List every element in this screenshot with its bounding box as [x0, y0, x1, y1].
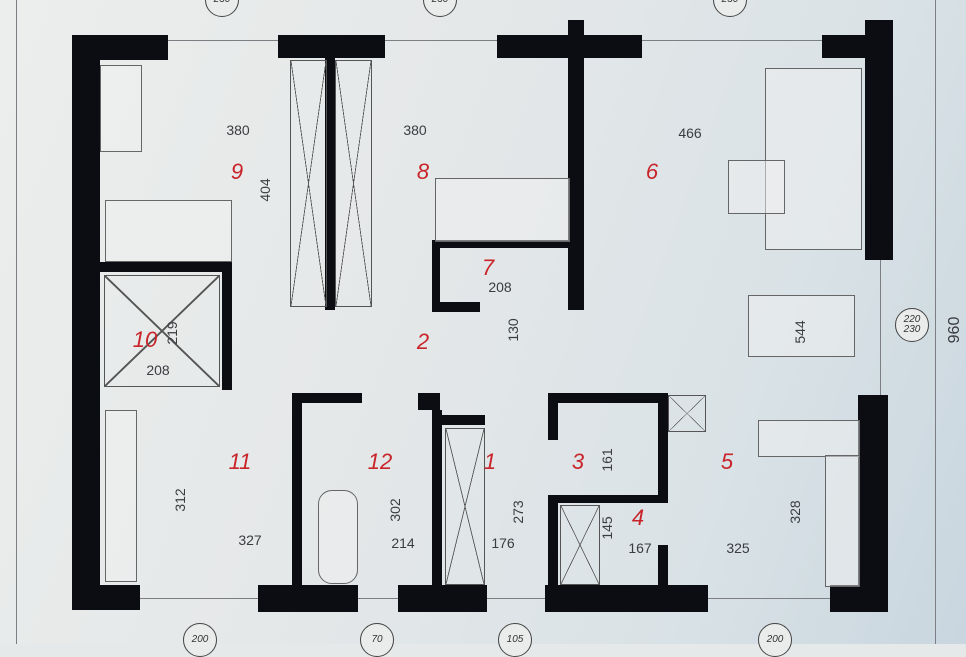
wall-right: [858, 395, 888, 612]
room-number: 4: [631, 505, 645, 530]
overall-dimension: 960: [946, 316, 963, 344]
wardrobe: [104, 275, 220, 387]
dimension-label: 214: [391, 535, 415, 551]
window-marker-bottom: 230: [903, 324, 921, 335]
dimension-label: 327: [238, 532, 262, 548]
wall-interior: [548, 495, 558, 585]
cabinet: [105, 410, 137, 582]
dimension-label: 328: [787, 500, 803, 524]
room-number: 6: [645, 159, 659, 184]
dimension-label: 161: [599, 448, 615, 472]
dimension-label: 130: [505, 318, 521, 342]
axis-line: [16, 0, 17, 644]
room-number: 10: [132, 327, 158, 352]
window-marker: 230: [713, 0, 747, 17]
wall-interior: [325, 58, 335, 310]
wardrobe: [668, 395, 706, 432]
wall-interior: [432, 240, 572, 248]
dimension-label: 325: [726, 540, 750, 556]
wall-top: [278, 35, 385, 58]
room-number: 7: [481, 255, 495, 280]
wall-interior: [432, 302, 480, 312]
wall-bottom: [398, 585, 487, 612]
dimension-label: 466: [678, 125, 702, 141]
wall-interior: [568, 20, 584, 310]
room-number: 5: [720, 449, 734, 474]
wall-bottom: [830, 585, 885, 612]
bed: [105, 200, 232, 262]
window-marker-top: 220: [903, 314, 921, 325]
window-marker: 230: [423, 0, 457, 17]
wall-right: [865, 20, 893, 260]
wall-interior: [658, 393, 668, 500]
dimension-label: 380: [403, 122, 427, 138]
wall-interior: [658, 545, 668, 585]
room-number: 12: [367, 449, 393, 474]
dimension-label: 273: [510, 500, 526, 524]
wardrobe: [560, 505, 600, 585]
dimension-label: 219: [164, 321, 180, 345]
dimension-label: 145: [599, 516, 615, 540]
room-number: 1: [483, 449, 497, 474]
bathtub: [318, 490, 358, 584]
wall-interior: [432, 410, 442, 585]
wall-bottom: [258, 585, 358, 612]
wall-interior: [442, 415, 485, 425]
room-number: 9: [230, 159, 244, 184]
kitchen-counter: [825, 455, 860, 587]
dimension-label: 404: [257, 178, 273, 202]
sofa: [765, 68, 862, 250]
wall-interior: [418, 393, 440, 410]
dimension-label: 176: [491, 535, 515, 551]
wall-interior: [432, 248, 440, 312]
desk: [100, 65, 142, 152]
window-marker: 230: [205, 0, 239, 17]
wall-interior: [100, 262, 232, 272]
wall-interior: [548, 393, 558, 440]
window-marker: 220 230: [895, 308, 929, 342]
window-marker: 200: [183, 623, 217, 657]
coffee-table: [728, 160, 785, 214]
desk: [435, 178, 570, 242]
wardrobe: [445, 428, 485, 585]
dimension-label: 167: [628, 540, 652, 556]
room-number: 2: [416, 329, 430, 354]
window-marker: 70: [360, 623, 394, 657]
axis-line: [935, 0, 936, 644]
wall-top: [72, 35, 168, 60]
wall-interior: [222, 262, 232, 390]
wall-bottom: [82, 585, 140, 610]
window-line: [100, 40, 880, 41]
dimension-label: 312: [172, 488, 188, 512]
wardrobe: [335, 60, 372, 307]
dimension-label: 544: [792, 320, 808, 344]
dimension-label: 208: [146, 362, 170, 378]
dining-table: [748, 295, 855, 357]
wall-interior: [548, 393, 665, 403]
wall-interior: [292, 403, 302, 585]
wall-interior: [292, 393, 362, 403]
room-number: 11: [228, 449, 252, 474]
window-marker: 200: [758, 623, 792, 657]
wall-bottom: [545, 585, 708, 612]
wall-left: [72, 35, 100, 610]
window-marker: 105: [498, 623, 532, 657]
room-number: 3: [571, 449, 585, 474]
dimension-label: 380: [226, 122, 250, 138]
room-number: 8: [416, 159, 430, 184]
kitchen-island: [758, 420, 860, 457]
dimension-label: 208: [488, 279, 512, 295]
wall-interior: [548, 495, 668, 503]
wardrobe: [290, 60, 327, 307]
dimension-label: 302: [387, 498, 403, 522]
window-line: [100, 598, 880, 599]
